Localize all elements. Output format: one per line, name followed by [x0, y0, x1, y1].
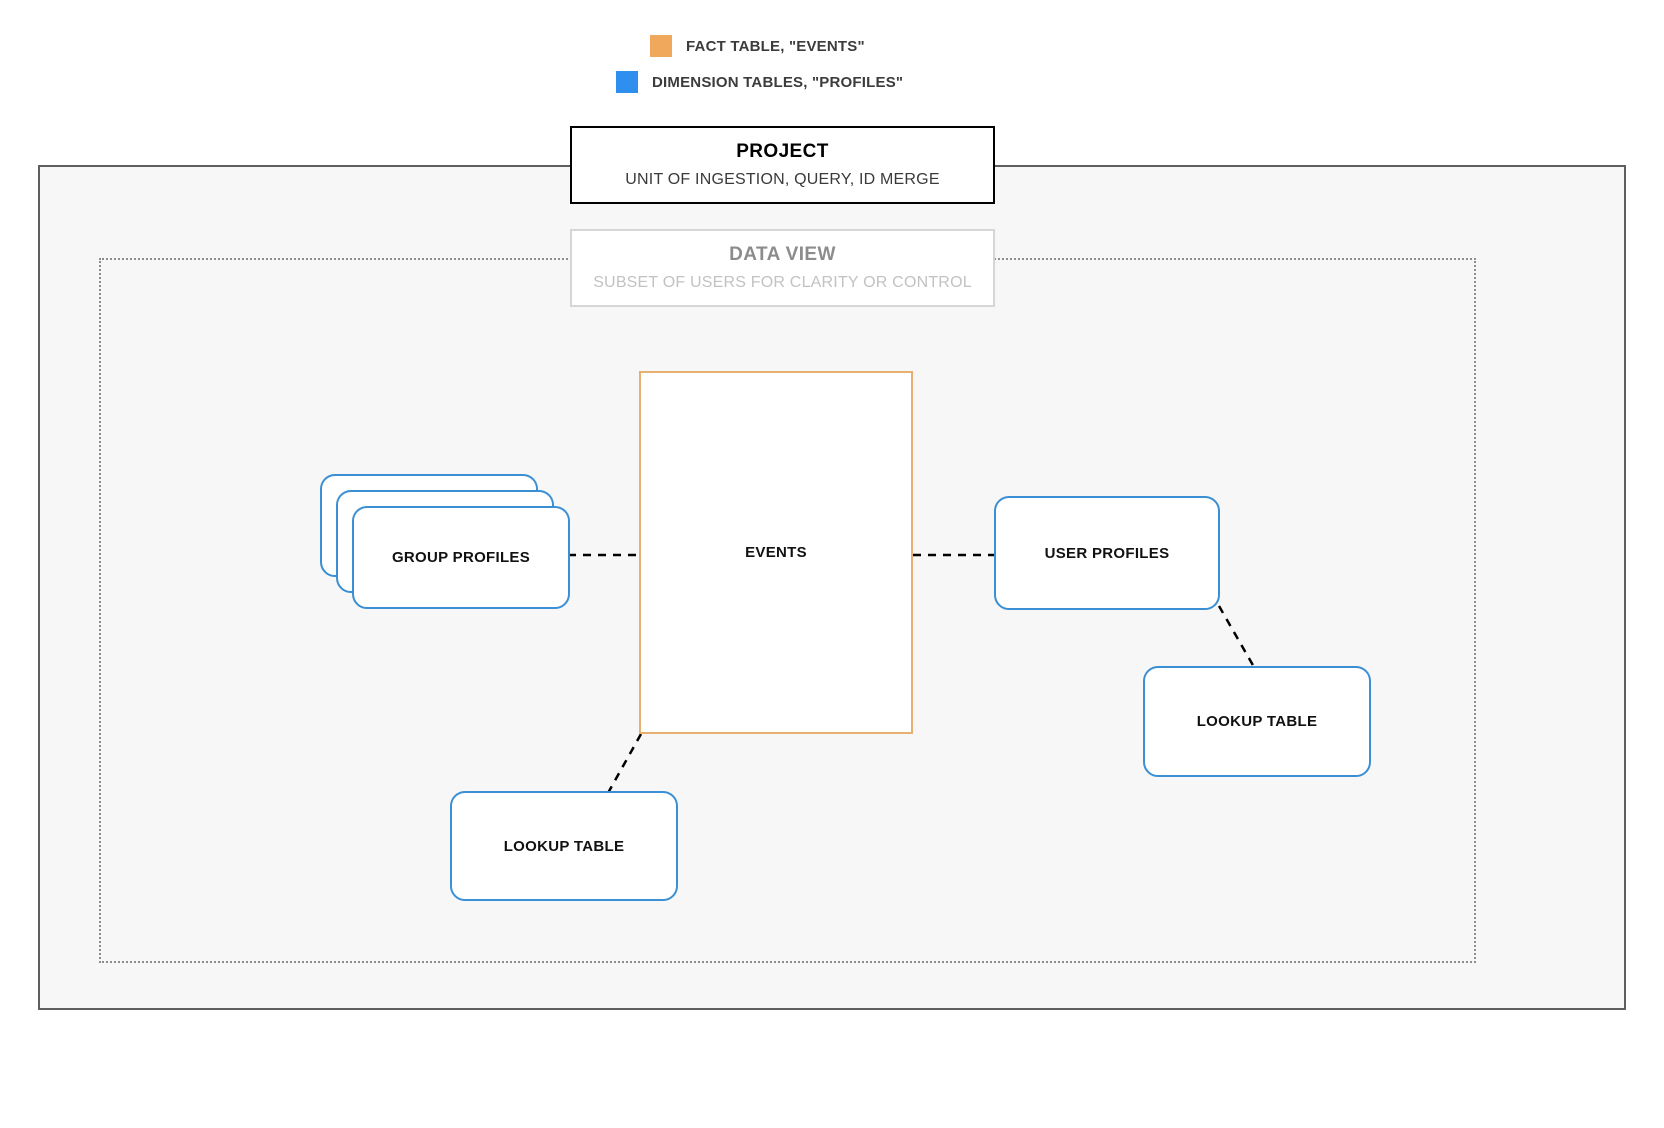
node-label-group-profiles: GROUP PROFILES — [391, 549, 531, 566]
group-profiles-stack-card-front: GROUP PROFILES — [352, 506, 570, 609]
node-label-user-profiles: USER PROFILES — [1044, 544, 1170, 562]
project-title: PROJECT — [736, 141, 829, 162]
node-lookup-table-right[interactable]: LOOKUP TABLE — [1143, 666, 1371, 777]
node-label-events: EVENTS — [745, 544, 807, 561]
project-header-card: PROJECT UNIT OF INGESTION, QUERY, ID MER… — [570, 126, 995, 204]
legend-item-fact-table: FACT TABLE, "EVENTS" — [650, 35, 865, 57]
legend-label-dimension-tables: DIMENSION TABLES, "PROFILES" — [652, 73, 904, 91]
project-subtitle: UNIT OF INGESTION, QUERY, ID MERGE — [625, 171, 940, 188]
node-group-profiles[interactable]: GROUP PROFILES — [320, 474, 570, 609]
node-user-profiles[interactable]: USER PROFILES — [994, 496, 1220, 610]
data-view-header-card: DATA VIEW SUBSET OF USERS FOR CLARITY OR… — [570, 229, 995, 307]
node-label-lookup-table-left: LOOKUP TABLE — [503, 837, 625, 855]
data-view-subtitle: SUBSET OF USERS FOR CLARITY OR CONTROL — [593, 274, 972, 291]
node-lookup-table-left[interactable]: LOOKUP TABLE — [450, 791, 678, 901]
node-events[interactable]: EVENTS — [639, 371, 913, 734]
node-label-lookup-table-right: LOOKUP TABLE — [1196, 713, 1318, 730]
legend-label-fact-table: FACT TABLE, "EVENTS" — [686, 37, 865, 55]
square-swatch-icon — [650, 35, 672, 57]
data-view-title: DATA VIEW — [729, 244, 836, 265]
legend-item-dimension-tables: DIMENSION TABLES, "PROFILES" — [616, 71, 903, 93]
square-swatch-icon — [616, 71, 638, 93]
